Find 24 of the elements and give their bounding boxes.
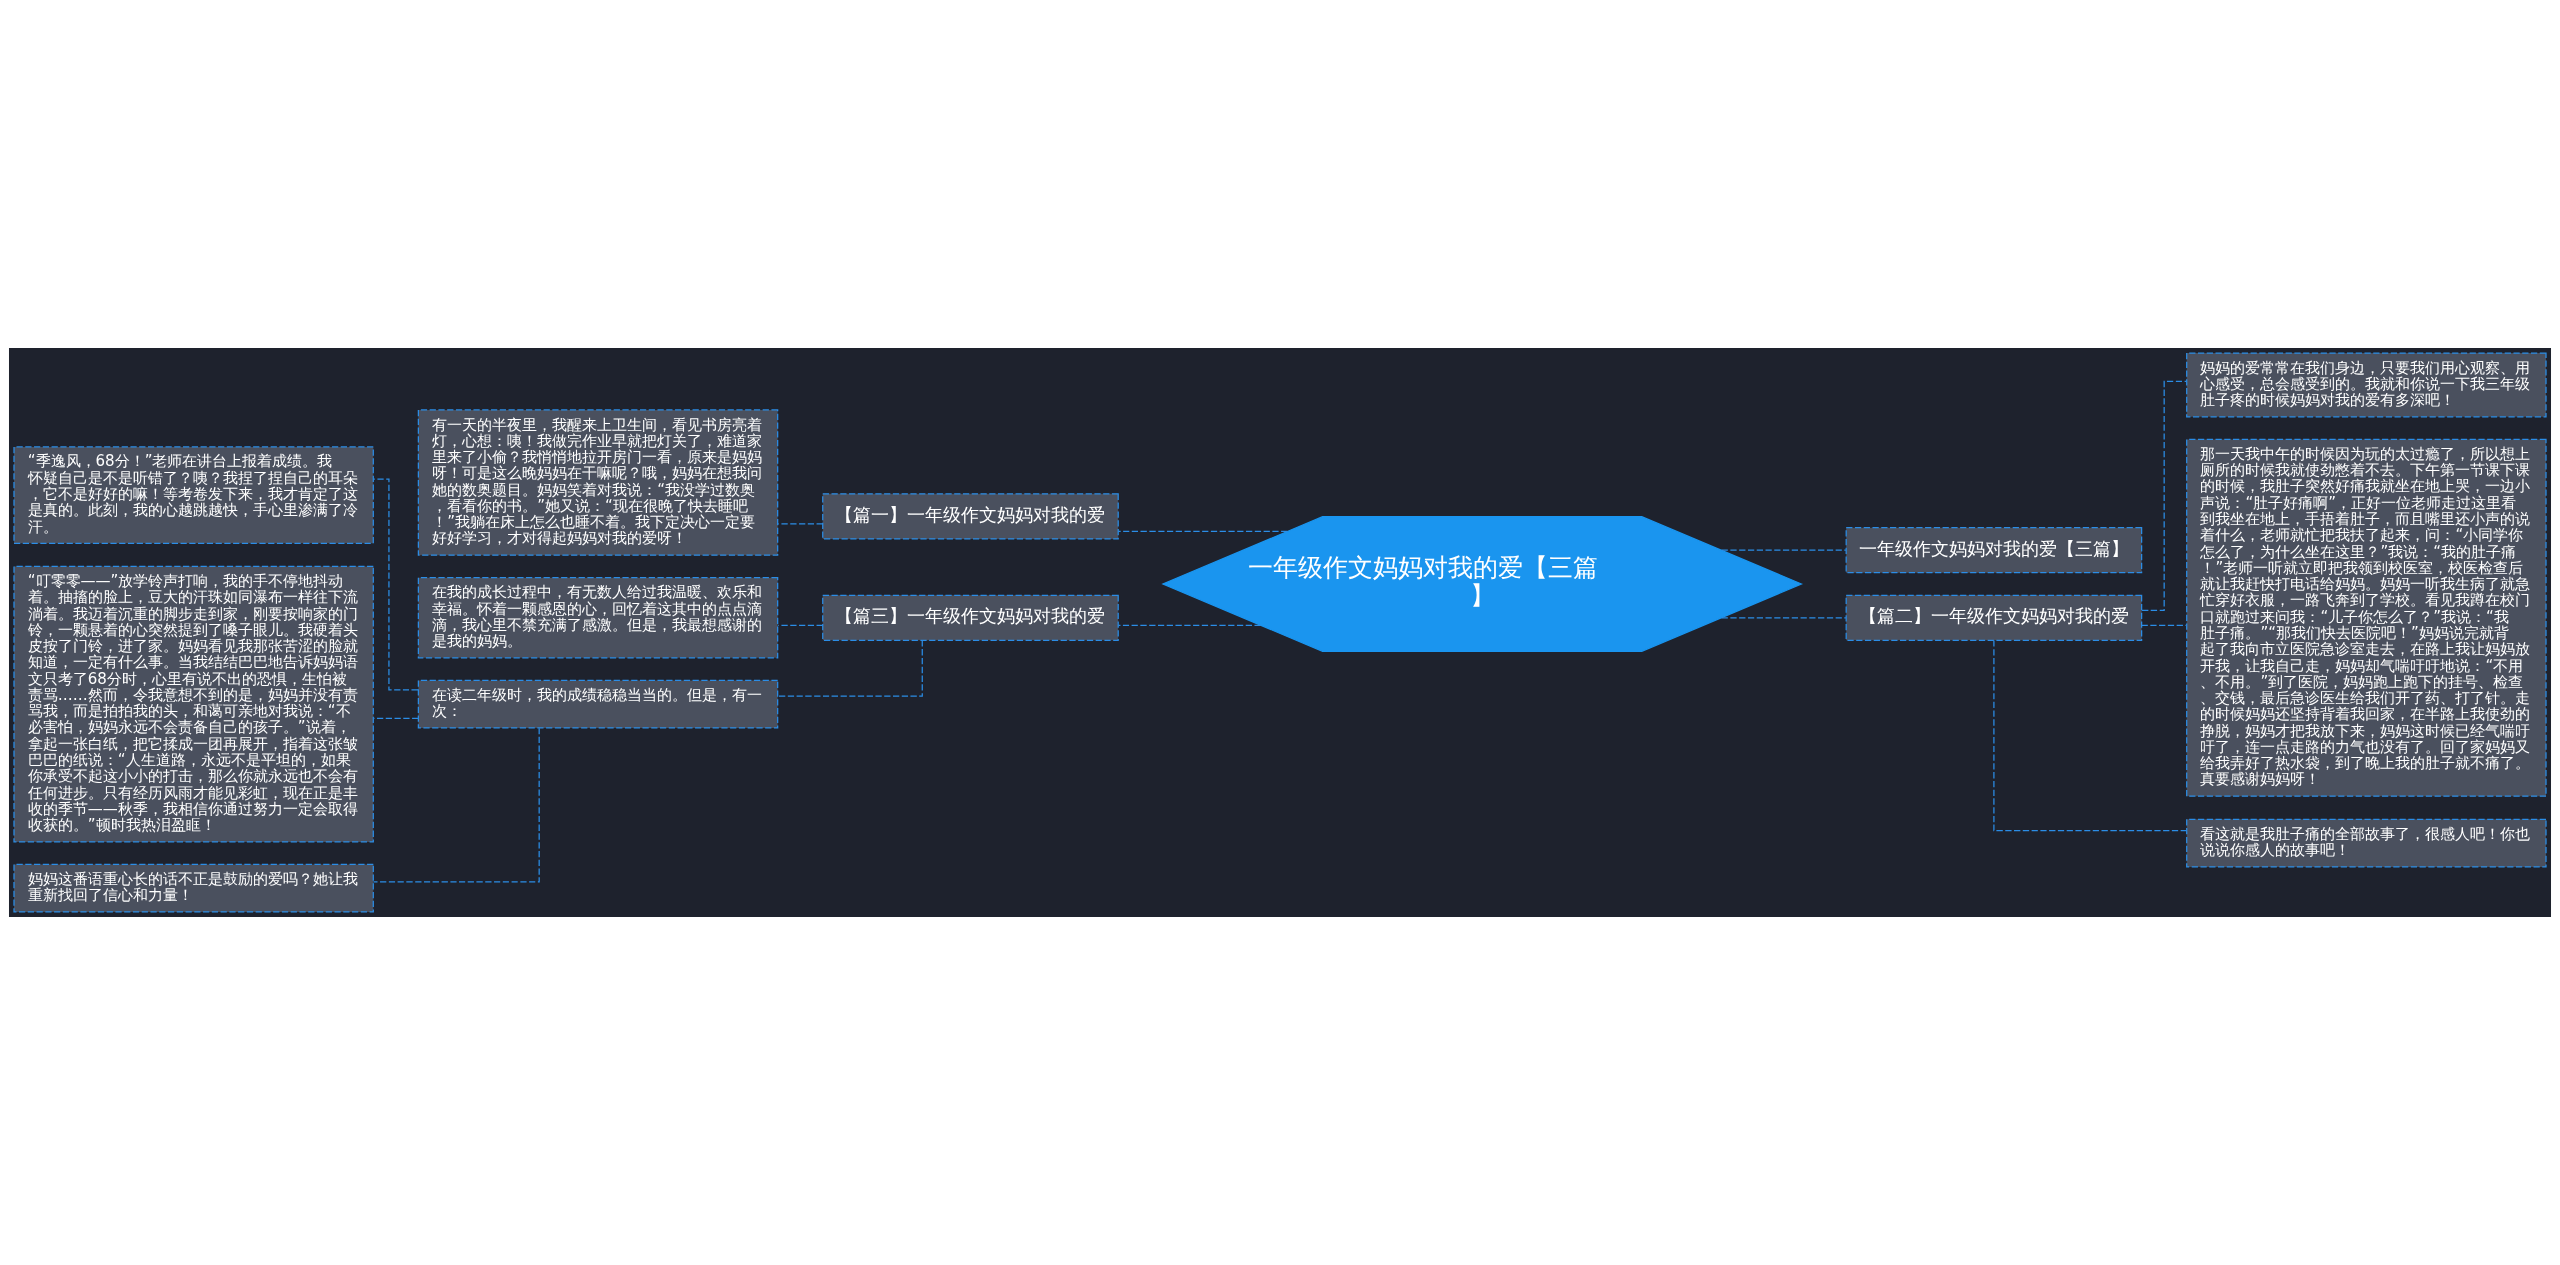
node-box: 【篇二】一年级作文妈妈对我的爱 xyxy=(1845,594,2143,641)
node-box: “叮零零——”放学铃声打响，我的手不停地抖动着。抽搐的脸上，豆大的汗珠如同瀑布一样往下流淌着。我迈着沉重的脚步走到家，刚要按响家的门铃，一颗悬着的心突然提到了嗓子眼儿。我硬着头皮按了门铃，进了家。妈妈看见我那张苦涩的脸就知道，一定有什么事。当我结结巴巴地告诉妈妈语文只考了68分时，心里有说不出的恐惧，生怕被责骂……然而，令我意想不到的是，妈妈并没有责骂我，而是拍拍我的头，和蔼可亲地对我说：“不必害怕，妈妈永远不会责备自己的孩子。”说着，拿起一张白纸，把它揉成一团再展开，指着这张皱巴巴的纸说：“人生道路，永远不是平坦的，如果你承受不起这小小的打击，那么你就永远也不会有任何进步。只有经历风雨才能见彩虹，现在正是丰收的季节——秋季，我相信你通过努力一定会取得收获的。”顿时我热泪盈眶！ xyxy=(13,565,374,843)
connector xyxy=(777,523,824,525)
connector xyxy=(1117,624,1262,626)
connector xyxy=(777,639,923,697)
node-box: 有一天的半夜里，我醒来上卫生间，看见书房亮着灯，心想：咦！我做完作业早就把灯关了，难道家里来了小偷？我悄悄地拉开房门一看，原来是妈妈呀！可是这么晚妈妈在干嘛呢？哦，妈妈在想我问她的数奥题目。妈妈笑着对我说：“我没学过数奥，看看你的书。”她又说：“现在很晚了快去睡吧！”我躺在床上怎么也睡不着。我下定决心一定要好好学习，才对得起妈妈对我的爱呀！ xyxy=(417,409,779,556)
node-box: 一年级作文妈妈对我的爱【三篇】 xyxy=(1845,527,2143,574)
node-box: 【篇三】一年级作文妈妈对我的爱 xyxy=(822,594,1119,641)
connector xyxy=(372,717,419,720)
node-box: 在读二年级时，我的成绩稳稳当当的。但是，有一次： xyxy=(417,679,779,729)
node-box: 那一天我中午的时候因为玩的太过瘾了，所以想上厕所的时候我就使劲憋着不去。下午第一节课下课的时候，我肚子突然好痛我就坐在地上哭，一边小声说：“肚子好痛啊”，正好一位老师走过这里看到我坐在地上，手捂着肚子，而且嘴里还小声的说着什么，老师就忙把我扶了起来，问：“小同学你怎么了，为什么坐在这里？”我说：“我的肚子痛！”老师一听就立即把我领到校医室，校医检查后就让我赶快打电话给妈妈。妈妈一听我生病了就急忙穿好衣服，一路飞奔到了学校。看见我蹲在校门口就跑过来问我：“儿子你怎么了？”我说：“我肚子痛。”“那我们快去医院吧！”妈妈说完就背起了我向市立医院急诊室走去，在路上我让妈妈放开我，让我自己走，妈妈却气喘吁吁地说：“不用、不用。”到了医院，妈妈跑上跑下的挂号、检查、交钱，最后急诊医生给我们开了药、打了针。走的时候妈妈还坚持背着我回家，在半路上我使劲的挣脱，妈妈才把我放下来，妈妈这时候已经气喘吁吁了，连一点走路的力气也没有了。回了家妈妈又给我弄好了热水袋，到了晚上我的肚子就不痛了。真要感谢妈妈呀！ xyxy=(2186,438,2547,797)
connector xyxy=(2141,624,2187,626)
connector xyxy=(1720,549,1847,551)
node-box: 看这就是我肚子痛的全部故事了，很感人吧！你也说说你感人的故事吧！ xyxy=(2186,818,2547,868)
connector xyxy=(777,624,824,626)
node-box: 【篇一】一年级作文妈妈对我的爱 xyxy=(822,493,1119,540)
connector xyxy=(372,727,540,883)
node-box: “季逸风，68分！”老师在讲台上报着成绩。我怀疑自己是不是听错了？咦？我捏了捏自己的耳朵，它不是好好的嘛！等考卷发下来，我才肯定了这是真的。此刻，我的心越跳越快，手心里渗满了冷汗。 xyxy=(13,446,374,544)
node-box: 妈妈的爱常常在我们身边，只要我们用心观察、用心感受，总会感受到的。我就和你说一下我三年级肚子疼的时候妈妈对我的爱有多深吧！ xyxy=(2186,352,2547,418)
connector xyxy=(1993,639,2188,832)
node-box: 妈妈这番语重心长的话不正是鼓励的爱吗？她让我重新找回了信心和力量！ xyxy=(13,863,374,913)
connector xyxy=(1720,617,1847,619)
connector xyxy=(1117,530,1288,533)
node-box: 在我的成长过程中，有无数人给过我温暖、欢乐和幸福。怀着一颗感恩的心，回忆着这其中的点点滴滴，我心里不禁充满了感激。但是，我最想感谢的是我的妈妈。 xyxy=(417,577,779,659)
